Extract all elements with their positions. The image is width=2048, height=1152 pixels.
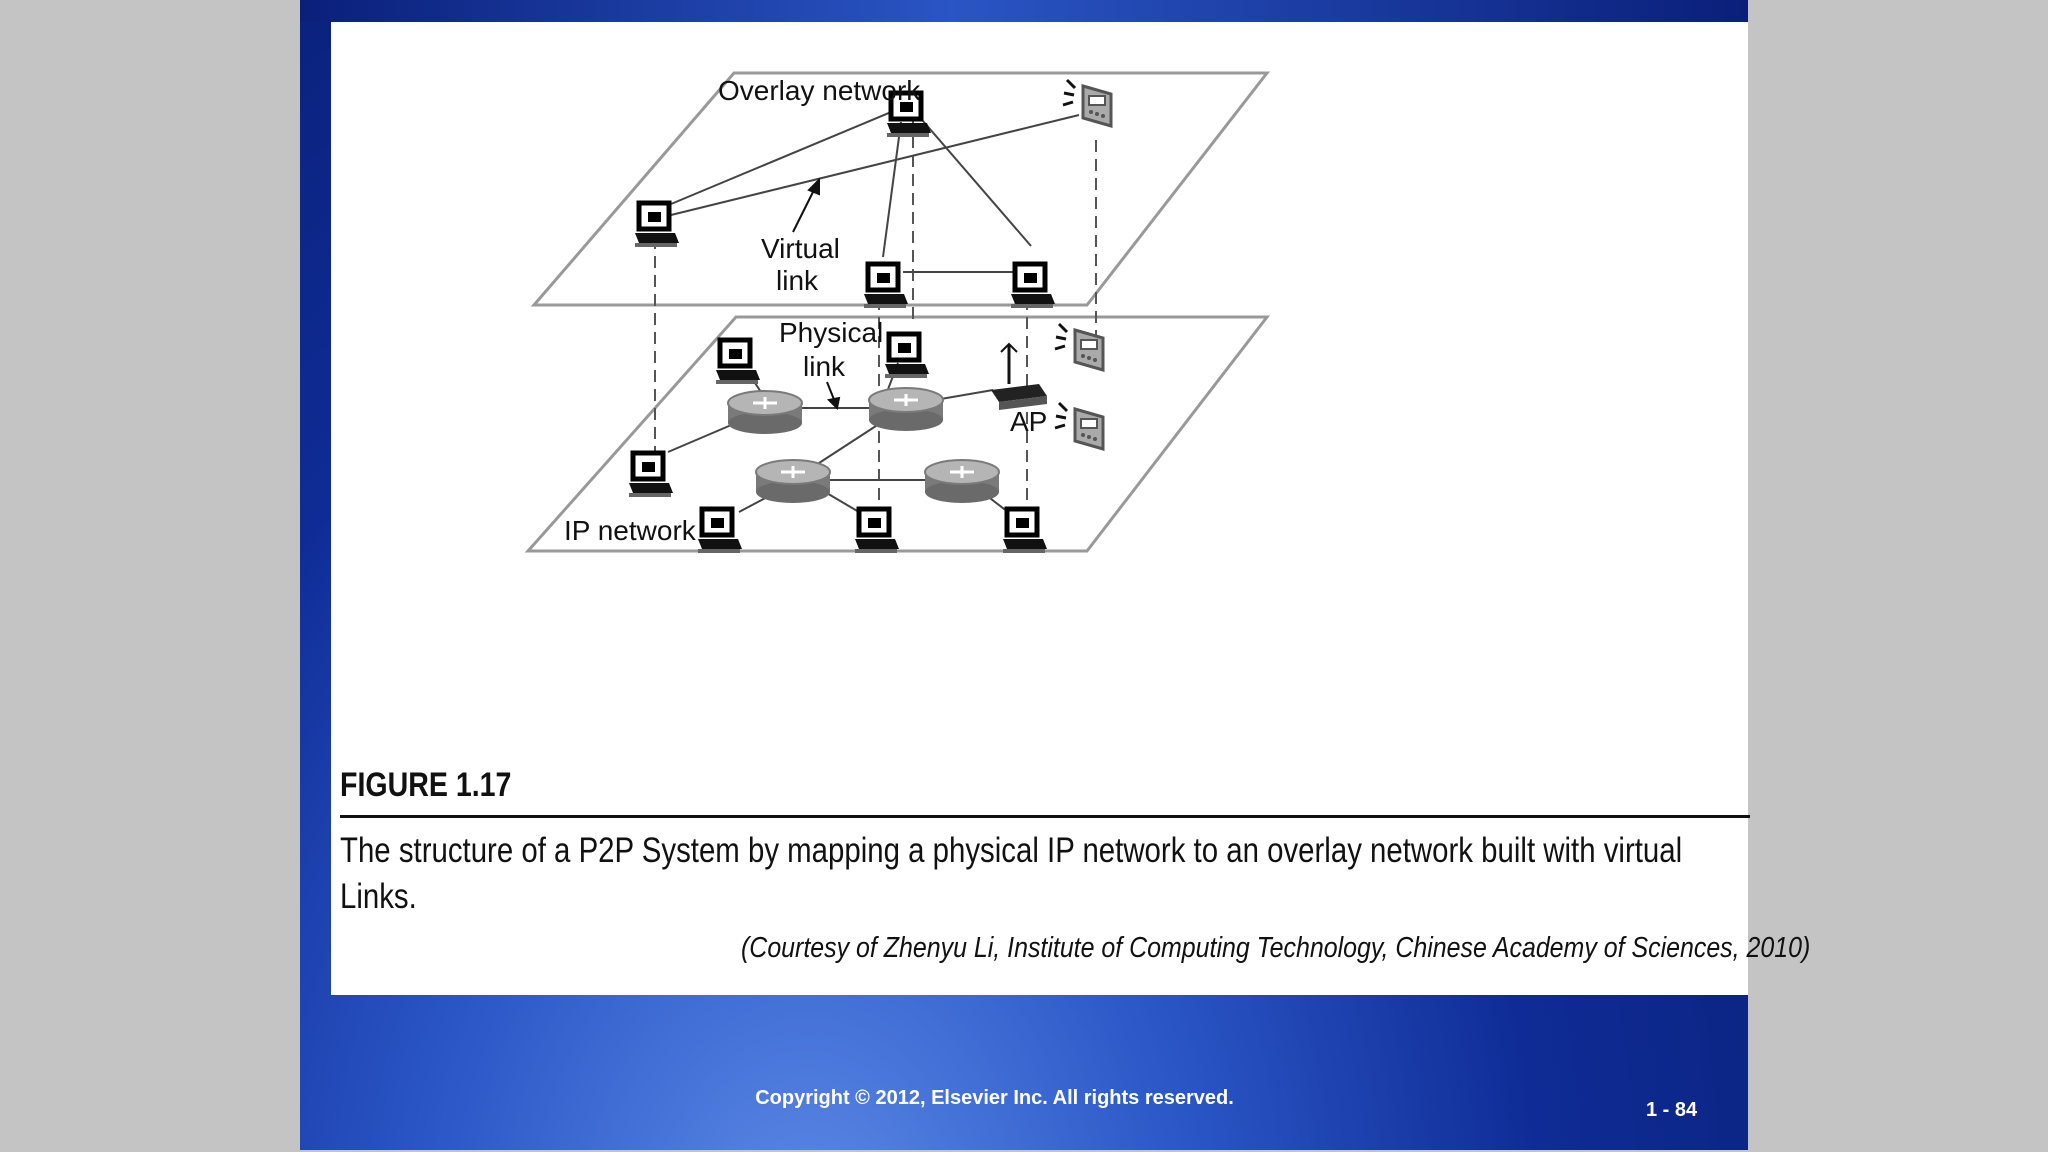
- ip-pc-bottom-right: [1003, 509, 1047, 553]
- overlay-pc-center: [864, 264, 908, 308]
- virtual-links: [670, 109, 1080, 273]
- p2p-network-diagram: Overlay network IP network Virtual link …: [524, 71, 1271, 762]
- overlay-network-label: Overlay network: [718, 75, 921, 106]
- ip-pc-top-center: [885, 334, 929, 378]
- router-1: [726, 389, 804, 436]
- virtual-link-label-line1: Virtual: [761, 233, 840, 264]
- figure-caption-line1: The structure of a P2P System by mapping…: [340, 831, 1683, 870]
- slide-number: 1 - 84: [1646, 1099, 1698, 1121]
- overlay-network-plane: [530, 71, 1271, 307]
- ip-pc-top-left: [716, 340, 760, 384]
- ap-label: AP: [1010, 406, 1047, 437]
- ip-phone-2: [1053, 401, 1105, 451]
- slide-content-panel: Overlay network IP network Virtual link …: [331, 22, 1810, 995]
- ip-network-plane: [524, 315, 1271, 553]
- virtual-link-label-line2: link: [776, 265, 819, 296]
- figure-caption: The structure of a P2P System by mapping…: [340, 828, 1726, 920]
- router-3: [754, 458, 832, 505]
- mapping-dashed-lines: [654, 117, 1097, 512]
- figure-label: FIGURE 1.17: [340, 766, 512, 804]
- physical-link-label-line2: link: [803, 351, 846, 382]
- copyright-text: Copyright © 2012, Elsevier Inc. All righ…: [755, 1087, 1234, 1109]
- figure-caption-line2: Links.: [340, 877, 417, 916]
- ip-network-label: IP network: [564, 515, 697, 546]
- ip-pc-bottom-center: [855, 509, 899, 553]
- router-4: [923, 458, 1001, 505]
- ip-pc-left: [629, 453, 673, 497]
- overlay-pc-left: [635, 203, 679, 247]
- figure-courtesy: (Courtesy of Zhenyu Li, Institute of Com…: [741, 932, 1811, 964]
- router-2: [867, 386, 945, 433]
- label-arrows: [792, 177, 841, 411]
- ip-pc-bottom-left: [698, 509, 742, 553]
- access-point-icon: [991, 342, 1047, 410]
- overlay-phone: [1061, 78, 1113, 128]
- overlay-pc-right: [1011, 264, 1055, 308]
- figure-divider: [340, 815, 1750, 818]
- physical-link-label-line1: Physical: [779, 317, 883, 348]
- slide: Overlay network IP network Virtual link …: [300, 0, 1810, 1150]
